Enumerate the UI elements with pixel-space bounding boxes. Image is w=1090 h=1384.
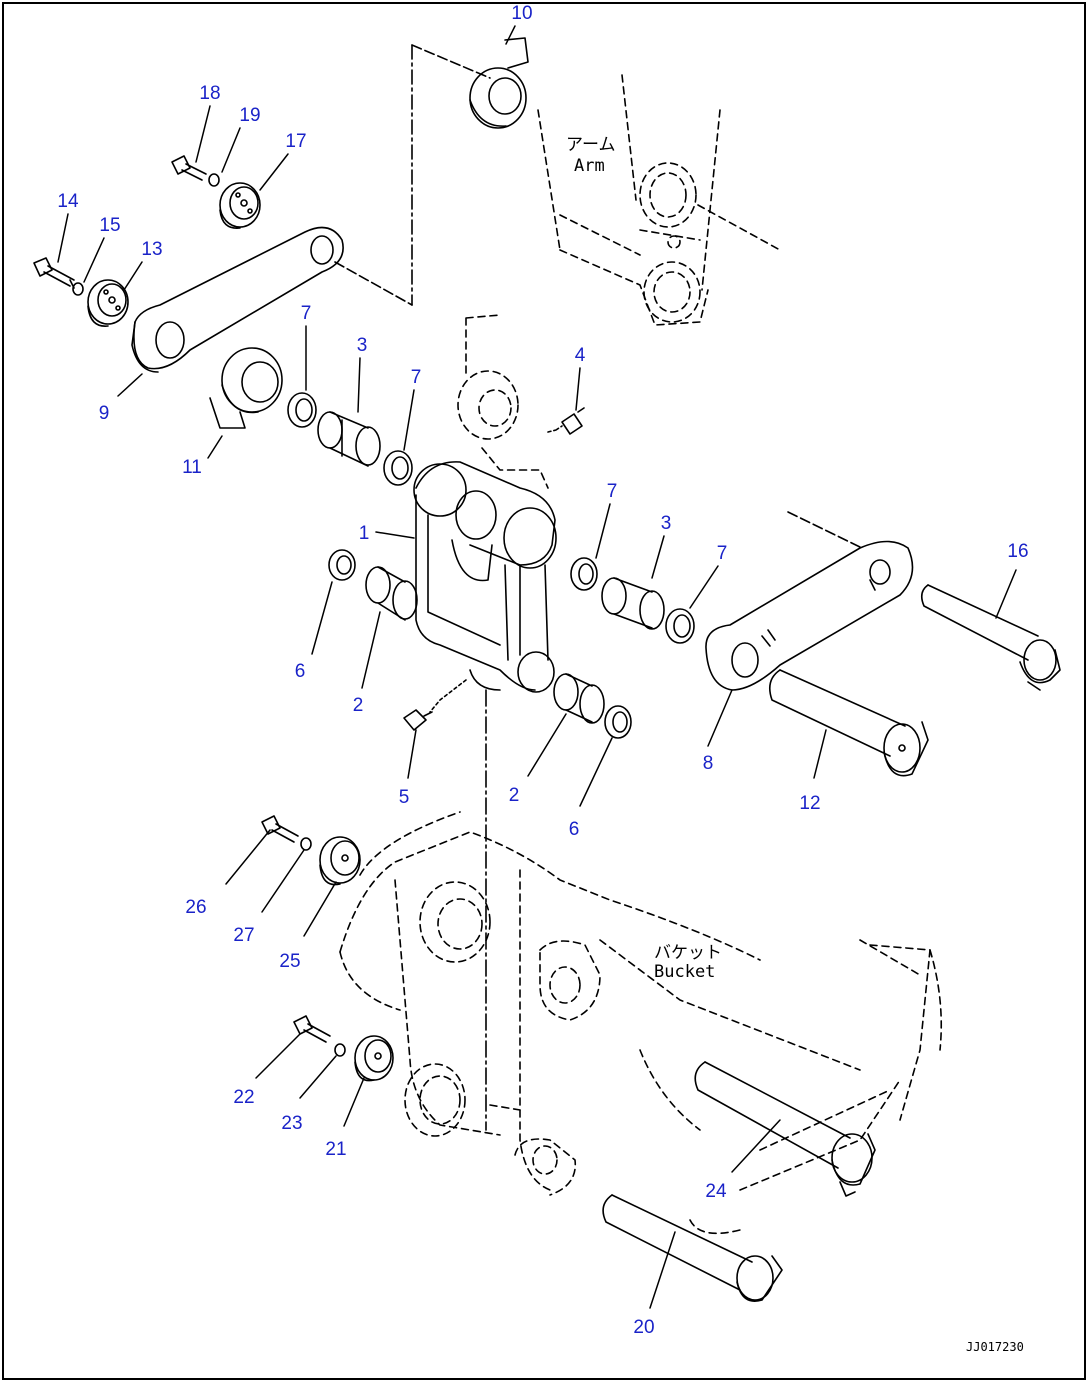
pin-20 (602, 1194, 783, 1302)
callout-21: 21 (325, 1139, 347, 1160)
callout-15: 15 (99, 215, 121, 236)
grease-fitting-5 (403, 709, 433, 731)
bushing-3b (601, 577, 665, 630)
callout-7: 7 (410, 367, 422, 388)
callout-25: 25 (279, 951, 301, 972)
spacer-13 (87, 279, 129, 327)
washer-23 (334, 1043, 346, 1057)
bushing-2b (553, 673, 605, 724)
callout-26: 26 (185, 897, 207, 918)
callout-3: 3 (660, 513, 672, 534)
callout-17: 17 (285, 131, 307, 152)
callout-9: 9 (98, 403, 110, 424)
link-9 (131, 226, 344, 373)
callout-27: 27 (233, 925, 255, 946)
callout-1: 1 (358, 523, 370, 544)
callout-7: 7 (606, 481, 618, 502)
callout-22: 22 (233, 1087, 255, 1108)
leader-lines (57, 25, 1017, 1309)
bushing-10 (469, 37, 529, 129)
ghost-bushing (457, 314, 549, 489)
callout-14: 14 (57, 191, 79, 212)
pin-12 (769, 669, 929, 777)
callout-10: 10 (511, 3, 533, 24)
arm-outline (537, 74, 781, 326)
bolt-26 (261, 815, 299, 843)
spacer-21 (354, 1035, 394, 1082)
callout-12: 12 (799, 793, 821, 814)
seal-7c (570, 557, 598, 591)
bolt-18 (171, 155, 207, 181)
link-1 (413, 461, 557, 693)
callout-13: 13 (141, 239, 163, 260)
bucket-label-en: Bucket (654, 962, 716, 982)
callout-4: 4 (574, 345, 586, 366)
washer-19 (208, 173, 220, 187)
drawing-code: JJ017230 (966, 1340, 1024, 1354)
callout-23: 23 (281, 1113, 303, 1134)
pin-24 (694, 1061, 876, 1197)
arm-label-en: Arm (574, 156, 605, 176)
seal-6b (604, 705, 632, 739)
callout-6: 6 (568, 819, 580, 840)
bucket-label-jp: バケット (654, 943, 722, 963)
callout-7: 7 (300, 303, 312, 324)
washer-15 (72, 282, 84, 296)
grease-fitting-4 (547, 407, 585, 435)
bolt-22 (293, 1015, 331, 1043)
spacer-25 (319, 836, 361, 886)
bucket-outline (339, 811, 943, 1235)
link-8 (705, 540, 914, 691)
seal-7b (383, 450, 413, 486)
callout-6: 6 (294, 661, 306, 682)
callout-7: 7 (716, 543, 728, 564)
bolt-14 (33, 257, 75, 289)
seal-7d (665, 608, 695, 644)
callout-5: 5 (398, 787, 410, 808)
callout-18: 18 (199, 83, 221, 104)
pin-16 (920, 584, 1061, 691)
callout-16: 16 (1007, 541, 1029, 562)
callout-11: 11 (182, 457, 202, 478)
seal-7a (287, 392, 317, 428)
spacer-17 (219, 182, 261, 229)
bushing-11 (209, 347, 283, 429)
callout-8: 8 (702, 753, 714, 774)
bushing-2a (365, 566, 418, 621)
callout-20: 20 (633, 1317, 655, 1338)
arm-label-jp: アーム (566, 135, 616, 155)
seal-6a (328, 549, 356, 581)
callout-24: 24 (705, 1181, 727, 1202)
callout-2: 2 (508, 785, 520, 806)
bushing-3a (317, 411, 381, 467)
washer-27 (300, 837, 312, 851)
callout-2: 2 (352, 695, 364, 716)
callout-3: 3 (356, 335, 368, 356)
callout-19: 19 (239, 105, 261, 126)
